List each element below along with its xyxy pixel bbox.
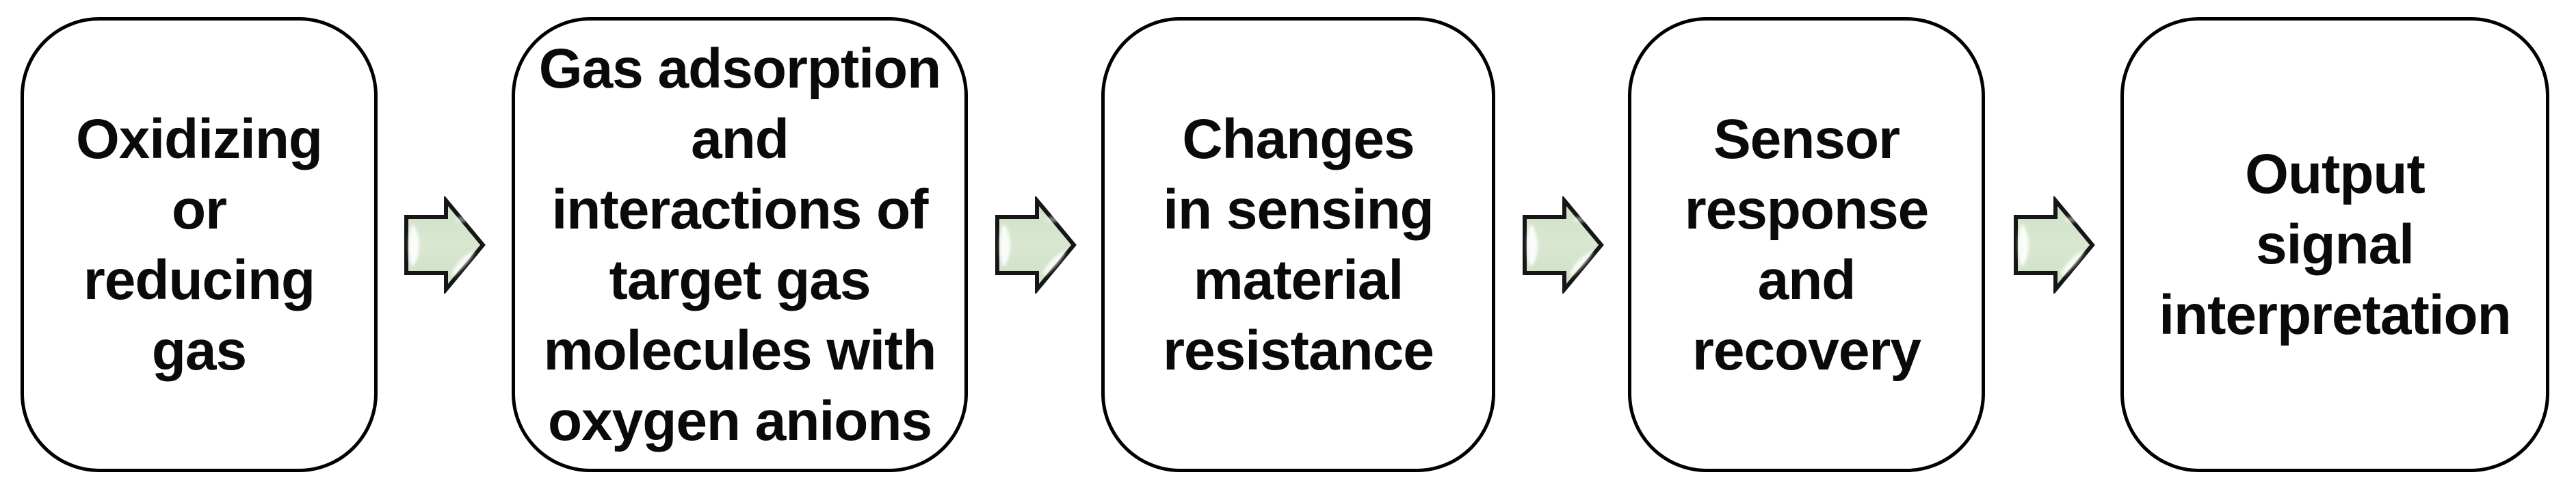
box-text-line: gas — [151, 319, 247, 382]
flow-step-label: Gas adsorption and interactions of target g… — [539, 34, 941, 456]
flow-step-label: Sensor response and recovery — [1684, 104, 1930, 386]
box-text-line: Gas adsorption — [538, 37, 941, 100]
flow-step-gas-adsorption-interactions: Gas adsorption and interactions of target g… — [512, 17, 968, 472]
box-text-line: in sensing — [1163, 178, 1434, 241]
box-text-line: recovery — [1692, 319, 1921, 382]
box-text-line: reducing — [83, 248, 315, 311]
box-text-line: and — [1757, 248, 1856, 311]
box-text-line: Changes — [1182, 107, 1415, 170]
flow-step-oxidizing-or-reducing-gas: Oxidizing or reducing gas — [21, 17, 378, 472]
box-text-line: response — [1684, 178, 1930, 241]
box-text-line: Oxidizing — [76, 107, 323, 170]
box-text-line: or — [172, 178, 227, 241]
box-text-line: Sensor — [1713, 107, 1900, 170]
box-text-line: interactions of — [551, 178, 929, 241]
flow-step-changes-in-sensing-material-resistance: Changes in sensing material resistance — [1101, 17, 1495, 472]
box-text-line: oxygen anions — [547, 389, 932, 452]
flow-step-label: Output signal interpretation — [2159, 139, 2511, 350]
flow-step-label: Oxidizing or reducing gas — [76, 104, 323, 386]
box-text-line: material — [1193, 248, 1404, 311]
flow-step-output-signal-interpretation: Output signal interpretation — [2120, 17, 2549, 472]
flow-step-sensor-response-and-recovery: Sensor response and recovery — [1628, 17, 1985, 472]
right-block-arrow-icon — [2014, 196, 2095, 294]
box-text-line: and — [691, 107, 789, 170]
box-text-line: resistance — [1163, 319, 1434, 382]
right-block-arrow-icon — [1523, 196, 1604, 294]
box-text-line: target gas — [609, 248, 871, 311]
right-block-arrow-icon — [995, 196, 1077, 294]
box-text-line: interpretation — [2159, 284, 2511, 346]
flow-step-label: Changes in sensing material resistance — [1163, 104, 1434, 386]
box-text-line: signal — [2256, 213, 2415, 276]
box-text-line: molecules with — [543, 319, 937, 382]
right-block-arrow-icon — [404, 196, 486, 294]
box-text-line: Output — [2245, 143, 2426, 205]
